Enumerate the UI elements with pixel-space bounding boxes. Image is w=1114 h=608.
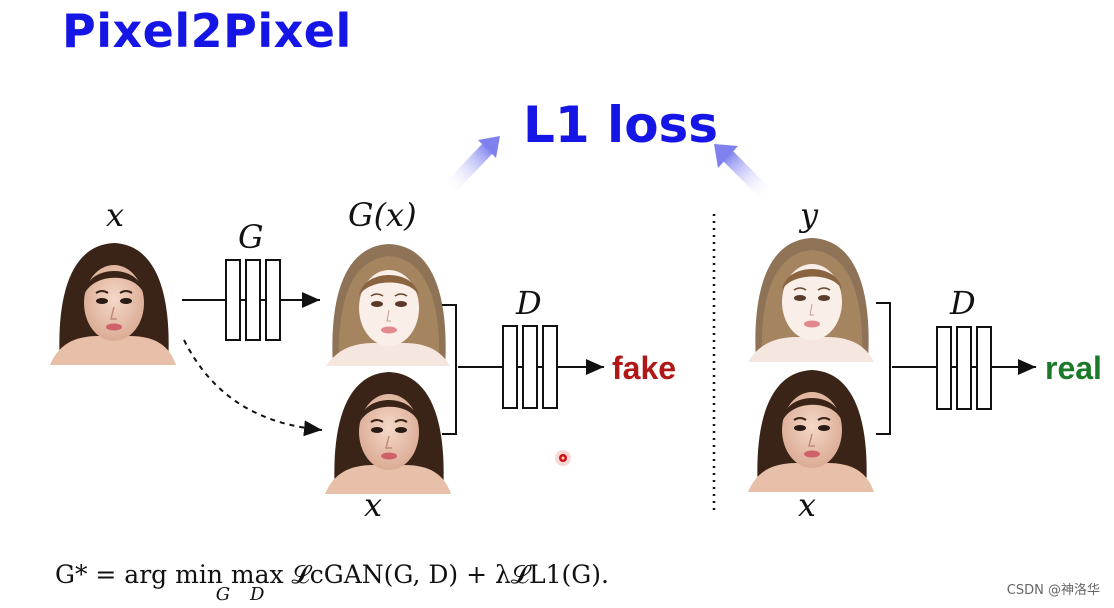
laser-pointer-dot-icon bbox=[555, 450, 571, 466]
formula-rhs: 𝓛cGAN(G, D) + λ𝓛L1(G). bbox=[291, 560, 609, 589]
input-photo-icon bbox=[49, 236, 177, 366]
label-d-real: D bbox=[950, 284, 976, 322]
glow-arrow-left bbox=[441, 136, 500, 197]
l1-loss-label: L1 loss bbox=[523, 96, 719, 154]
discriminator-fake-block-icon bbox=[442, 304, 604, 435]
condition-photo-real-icon bbox=[747, 363, 875, 493]
label-x-bottom-fake: x bbox=[364, 486, 383, 524]
generated-sketch-icon bbox=[324, 239, 452, 369]
discriminator-real-block-icon bbox=[876, 302, 1036, 435]
watermark: CSDN @神洛华 bbox=[1006, 583, 1100, 598]
page-title: Pixel2Pixel bbox=[62, 4, 352, 58]
label-x-bottom-real: x bbox=[798, 486, 817, 524]
label-gx-output: G(x) bbox=[348, 196, 417, 234]
condition-photo-fake-icon bbox=[324, 365, 452, 495]
dashed-skip-arrow bbox=[183, 339, 323, 437]
generator-block-icon bbox=[182, 259, 320, 341]
label-y: y bbox=[800, 196, 819, 234]
label-d-fake: D bbox=[516, 284, 542, 322]
label-x-input: x bbox=[106, 196, 125, 234]
glow-arrow-right bbox=[714, 144, 775, 203]
output-fake: fake bbox=[612, 350, 677, 386]
formula-lhs: G* = arg min bbox=[55, 560, 223, 589]
output-real: real bbox=[1045, 350, 1102, 386]
target-sketch-icon bbox=[747, 233, 875, 363]
label-g-block: G bbox=[238, 218, 264, 256]
